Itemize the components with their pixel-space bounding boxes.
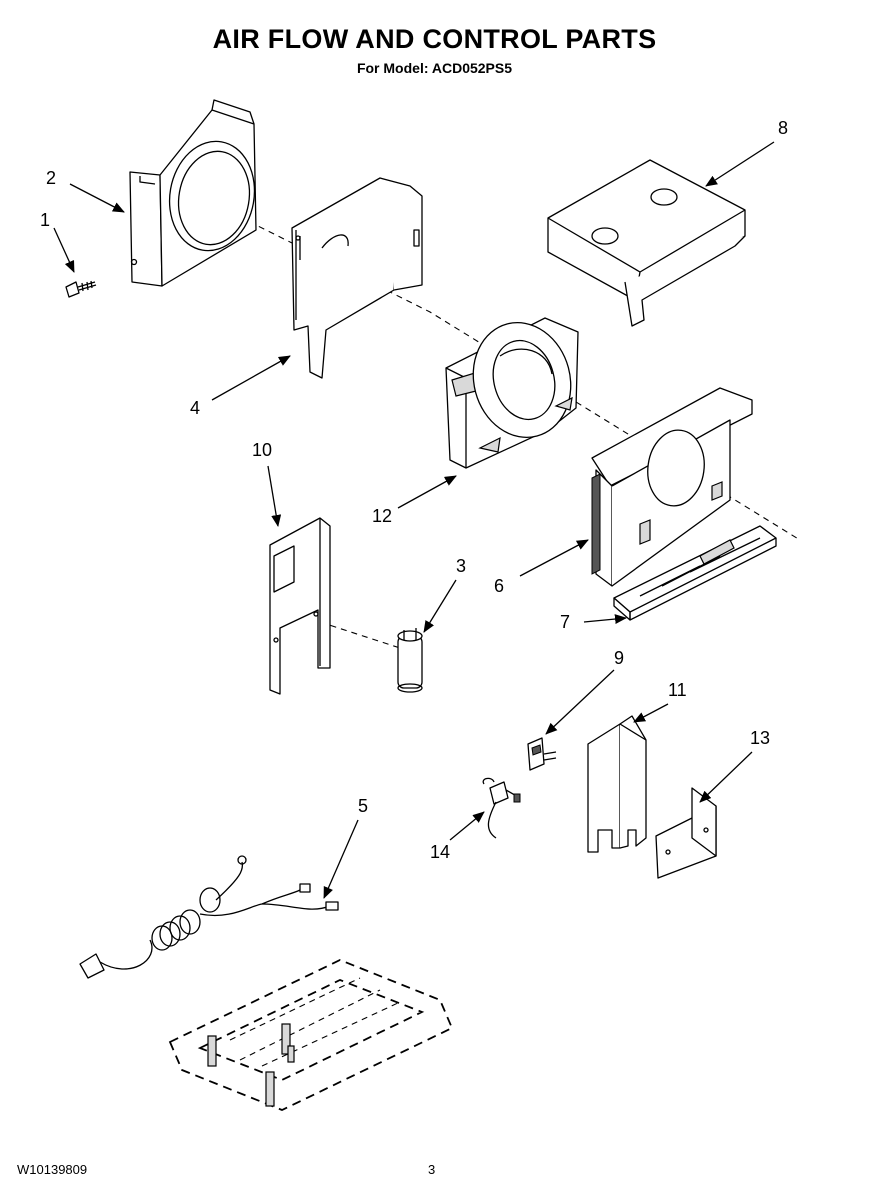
base-pan-reference (168, 959, 454, 1111)
callout-9: 9 (614, 648, 624, 668)
part-3-capacitor (397, 628, 423, 693)
part-14-thermostat (482, 777, 521, 839)
part-8-top-cover (547, 159, 746, 327)
callout-6: 6 (494, 576, 504, 596)
part-5-power-cord-harness (79, 855, 339, 979)
part-13-mounting-plate (655, 787, 717, 879)
callout-7: 7 (560, 612, 570, 632)
callout-5: 5 (358, 796, 368, 816)
part-4-baffle (291, 177, 423, 379)
part-11-control-cover (587, 715, 647, 853)
callout-leaders (53, 141, 775, 899)
callout-4: 4 (190, 398, 200, 418)
part-9-selector-switch (527, 737, 557, 771)
part-6-orifice-panel (591, 387, 753, 587)
page-title: AIR FLOW AND CONTROL PARTS (212, 24, 657, 54)
model-subtitle: For Model: ACD052PS5 (356, 60, 513, 76)
part-12-blower-housing (445, 317, 579, 469)
page-number: 3 (428, 1162, 436, 1177)
callout-8: 8 (778, 118, 788, 138)
callout-3: 3 (456, 556, 466, 576)
alignment-lines (189, 191, 801, 649)
part-1-screw (65, 280, 97, 298)
callout-1: 1 (40, 210, 50, 230)
part-2-fan-shroud (129, 99, 257, 287)
callout-14: 14 (430, 842, 450, 862)
part-10-side-bracket (269, 517, 331, 695)
callout-numbers: 1 2 3 4 5 6 7 8 9 10 11 12 13 14 (40, 118, 788, 862)
callout-2: 2 (46, 168, 56, 188)
callout-12: 12 (372, 506, 392, 526)
callout-10: 10 (252, 440, 272, 460)
callout-11: 11 (668, 680, 687, 700)
document-number: W10139809 (17, 1162, 88, 1177)
callout-13: 13 (750, 728, 770, 748)
